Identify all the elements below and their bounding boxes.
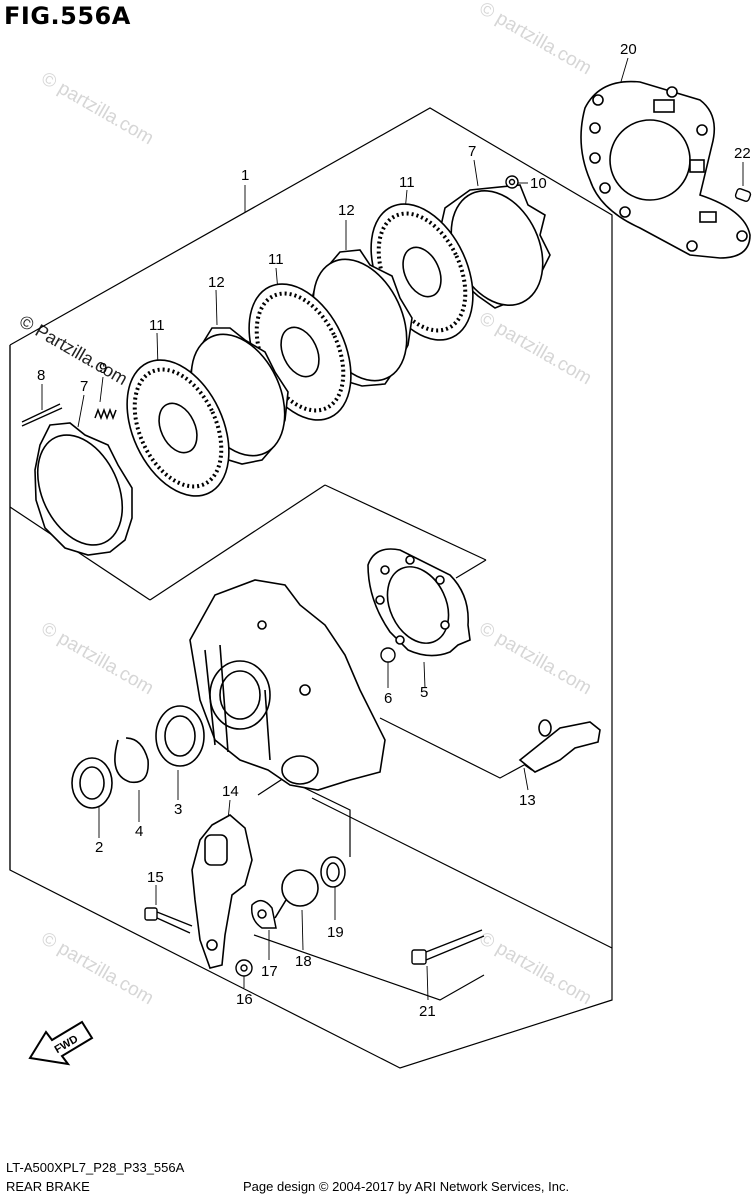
part-bolt-21 <box>411 929 485 965</box>
callout-2: 2 <box>95 839 103 856</box>
part-brake-housing <box>189 579 386 791</box>
part-plate-17 <box>250 899 277 929</box>
callout-17: 17 <box>261 963 278 980</box>
callout-11: 11 <box>399 174 415 191</box>
watermark: © partzilla.com <box>38 68 158 149</box>
callout-20: 20 <box>620 41 637 58</box>
callout-7: 7 <box>468 143 476 160</box>
watermark: © partzilla.com <box>38 928 158 1009</box>
callout-3: 3 <box>174 801 182 818</box>
callout-13: 13 <box>519 792 536 809</box>
callout-5: 5 <box>420 684 428 701</box>
part-pin-8 <box>21 403 63 427</box>
callout-21: 21 <box>419 1003 436 1020</box>
callout-14: 14 <box>222 783 239 800</box>
part-bolt-15 <box>144 907 193 934</box>
part-spring-9 <box>94 407 117 421</box>
part-bearing-3 <box>155 705 205 767</box>
callout-12: 12 <box>338 202 355 219</box>
part-spring-18 <box>274 869 319 919</box>
callout-6: 6 <box>384 690 392 707</box>
part-brake-arm-14 <box>191 814 253 969</box>
part-dowel-6 <box>380 647 396 663</box>
part-dowel-pin-22 <box>734 188 752 202</box>
part-separator-plate-7 <box>34 422 133 556</box>
copyright-notice: Page design © 2004-2017 by ARI Network S… <box>243 1179 570 1194</box>
callout-1: 1 <box>241 167 249 184</box>
watermark: © partzilla.com <box>476 0 596 79</box>
watermark: © partzilla.com <box>38 618 158 699</box>
part-oil-seal-2 <box>71 757 113 809</box>
watermark: © Partzilla.com <box>16 311 131 389</box>
figure-code: LT-A500XPL7_P28_P33_556A <box>6 1160 185 1175</box>
callout-18: 18 <box>295 953 312 970</box>
figure-subtitle: REAR BRAKE <box>6 1179 90 1194</box>
callout-19: 19 <box>327 924 344 941</box>
callout-12: 12 <box>208 274 225 291</box>
callout-16: 16 <box>236 991 253 1008</box>
callout-22: 22 <box>734 145 751 162</box>
callout-7b: 7 <box>80 378 88 395</box>
part-washer-10 <box>505 175 519 189</box>
part-circlip-4 <box>114 737 149 784</box>
watermark: © partzilla.com <box>476 308 596 389</box>
part-seal-19 <box>320 856 346 888</box>
part-gasket-20 <box>580 80 751 259</box>
part-cover-plate-5 <box>367 548 471 657</box>
watermark: © partzilla.com <box>476 618 596 699</box>
part-friction-disc-11 <box>126 359 230 497</box>
assembly-boundary <box>9 107 613 1069</box>
part-brake-shaft-13 <box>518 719 601 773</box>
watermark: © partzilla.com <box>476 928 596 1009</box>
callout-4: 4 <box>135 823 143 840</box>
callout-11: 11 <box>149 317 165 334</box>
forward-direction-arrow: FWD <box>28 1020 94 1066</box>
figure-title: FIG.556A <box>4 2 131 30</box>
callout-labels: 1 20 22 7 10 11 12 11 12 11 8 9 7 6 5 13… <box>37 41 751 1020</box>
callout-9: 9 <box>99 360 107 377</box>
callout-11: 11 <box>268 251 284 268</box>
part-nut-16 <box>235 959 253 977</box>
callout-10: 10 <box>530 175 547 192</box>
callout-8: 8 <box>37 367 45 384</box>
callout-15: 15 <box>147 869 164 886</box>
